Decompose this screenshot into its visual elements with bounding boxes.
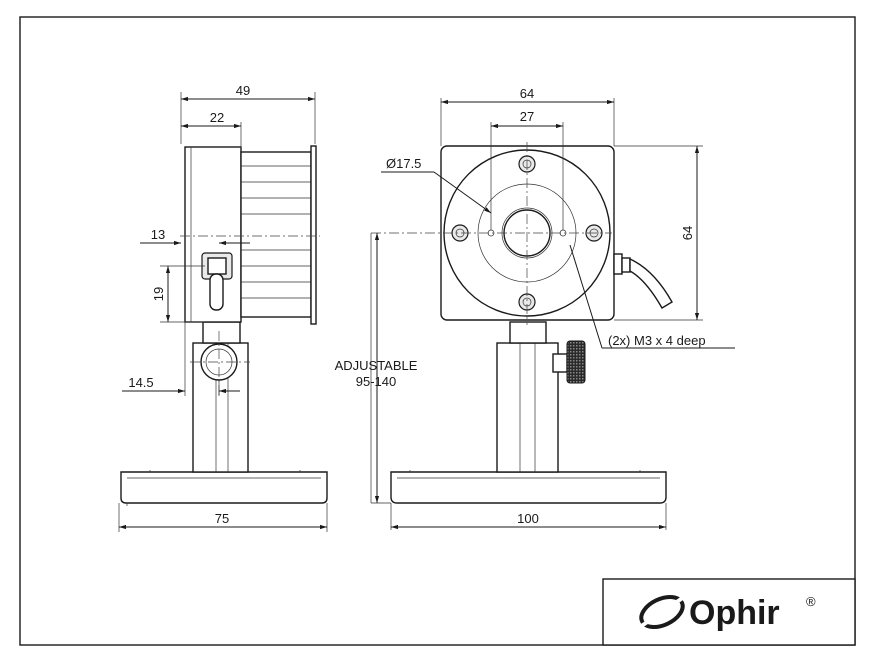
cable [613, 253, 673, 309]
adjustable-label: ADJUSTABLE [335, 358, 418, 373]
side-view: 49 22 13 19 14.5 75 [118, 83, 328, 532]
dim-22: 22 [210, 110, 224, 125]
thread-note: (2x) M3 x 4 deep [608, 333, 706, 348]
dim-aperture: Ø17.5 [386, 156, 421, 171]
clamp-knob [552, 340, 586, 384]
brand-name: Ophir [689, 594, 780, 632]
mounting-holes [451, 155, 603, 311]
heatsink-fins [241, 165, 311, 299]
logo-block: Ophir ® [602, 578, 856, 646]
dim-64-width: 64 [520, 86, 534, 101]
front-view: 64 27 64 Ø17.5 ADJUSTABLE 95-140 100 (2x… [335, 86, 735, 530]
side-knob [201, 252, 233, 311]
dim-49: 49 [236, 83, 250, 98]
adjustable-range: 95-140 [356, 374, 396, 389]
drawing-frame [19, 16, 856, 646]
dim-64-height: 64 [680, 226, 695, 240]
dim-14-5: 14.5 [128, 375, 153, 390]
registered-mark: ® [806, 594, 816, 609]
dim-100: 100 [517, 511, 539, 526]
dim-13: 13 [151, 227, 165, 242]
dim-27: 27 [520, 109, 534, 124]
dim-75: 75 [215, 511, 229, 526]
dim-19: 19 [151, 287, 166, 301]
ophir-logo-icon [638, 594, 686, 630]
